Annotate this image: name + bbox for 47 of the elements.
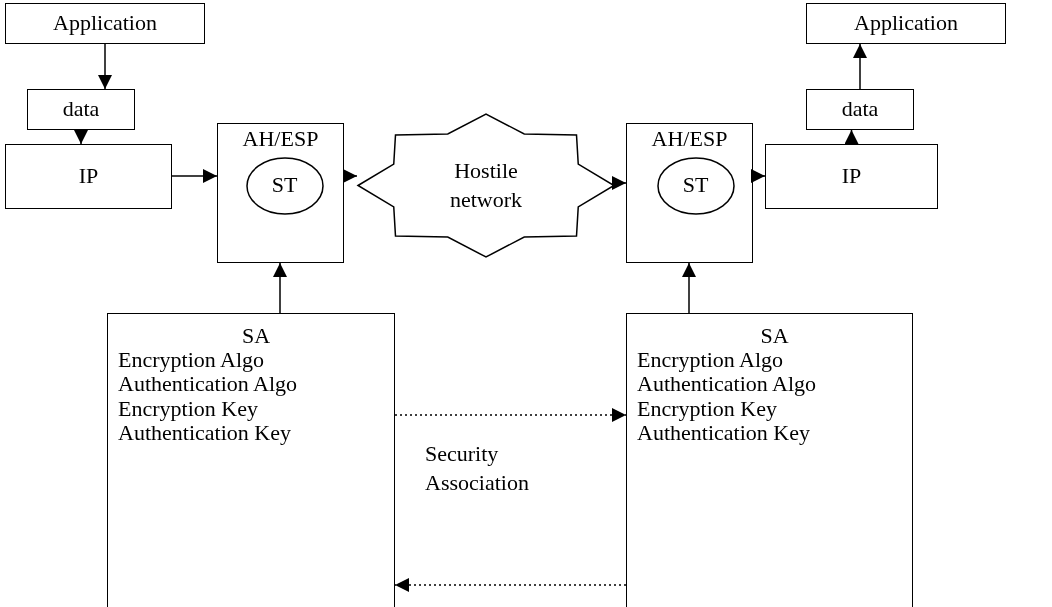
- list-item: Authentication Algo: [637, 372, 817, 397]
- process-box: [765, 144, 938, 209]
- arrow: [394, 578, 627, 592]
- process-box: [27, 89, 135, 130]
- arrow: [394, 408, 627, 422]
- node-label: Hostile network: [448, 156, 524, 214]
- list-item: Encryption Algo: [637, 348, 784, 373]
- node-label: data: [62, 97, 100, 122]
- node-label: Application: [854, 11, 958, 36]
- process-box: [217, 123, 344, 263]
- node-heading: SA: [241, 324, 271, 349]
- node-label: AH/ESP: [651, 127, 728, 152]
- node-label: data: [841, 97, 879, 122]
- star-shape: [357, 113, 615, 258]
- node-label: IP: [841, 164, 862, 189]
- arrow: [171, 169, 218, 183]
- arrow: [853, 43, 867, 90]
- list-item: Encryption Algo: [118, 348, 265, 373]
- process-box: [107, 313, 395, 607]
- ellipse-node: [656, 156, 735, 215]
- arrow: [682, 262, 696, 314]
- process-box: [5, 144, 172, 209]
- arrow: [612, 176, 627, 190]
- arrow: [751, 169, 766, 183]
- process-box: [626, 313, 913, 607]
- list-item: Encryption Key: [637, 396, 777, 421]
- arrow: [844, 129, 859, 145]
- node-label: AH/ESP: [242, 127, 319, 152]
- node-label: Application: [53, 11, 157, 36]
- node-label: ST: [271, 173, 298, 198]
- process-box: [5, 3, 205, 44]
- ellipse-node: [245, 156, 324, 215]
- annotation-text: Security Association: [425, 440, 530, 497]
- arrow: [98, 43, 112, 90]
- arrow: [343, 169, 358, 183]
- arrow: [74, 129, 88, 145]
- process-box: [806, 89, 914, 130]
- list-item: Encryption Key: [118, 396, 258, 421]
- arrow: [273, 262, 287, 314]
- process-box: [626, 123, 753, 263]
- list-item: Authentication Key: [118, 420, 291, 445]
- node-label: IP: [78, 164, 99, 189]
- process-box: [806, 3, 1006, 44]
- node-label: ST: [682, 173, 709, 198]
- node-heading: SA: [760, 324, 789, 349]
- list-item: Authentication Algo: [118, 372, 298, 397]
- list-item: Authentication Key: [637, 420, 810, 445]
